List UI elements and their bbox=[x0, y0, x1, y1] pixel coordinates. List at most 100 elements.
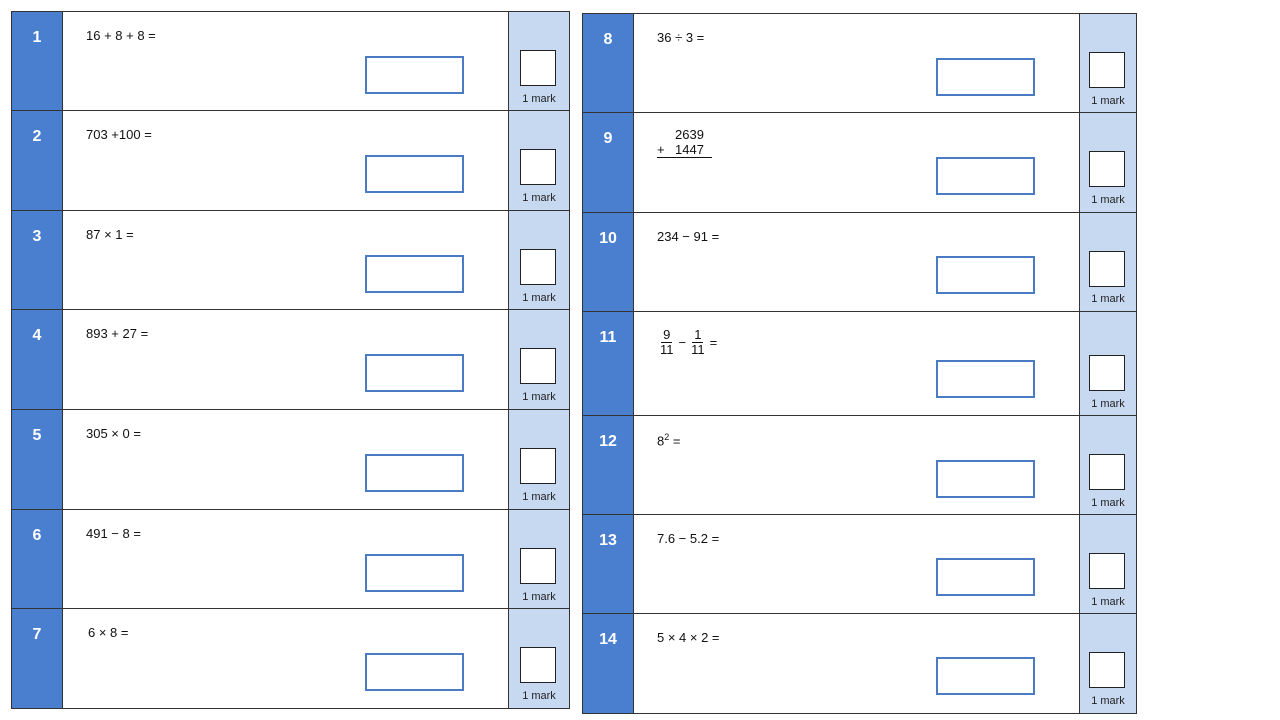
mark-label: 1 mark bbox=[522, 292, 556, 304]
question-body: 7.6 − 5.2 = bbox=[634, 515, 1080, 613]
mark-cell: 1 mark bbox=[509, 609, 569, 708]
question-number: 7 bbox=[12, 609, 63, 708]
answer-box[interactable] bbox=[936, 58, 1035, 96]
power-base: 8 bbox=[657, 433, 665, 449]
mark-box[interactable] bbox=[1089, 151, 1125, 187]
question-row-3: 3 87 × 1 = 1 mark bbox=[12, 211, 570, 310]
question-row-6: 6 491 − 8 = 1 mark bbox=[12, 510, 570, 609]
question-expression: 16 + 8 + 8 = bbox=[86, 28, 156, 43]
equals-sign: = bbox=[709, 335, 718, 350]
question-body: 36 ÷ 3 = bbox=[634, 14, 1080, 112]
question-row-14: 14 5 × 4 × 2 = 1 mark bbox=[583, 614, 1137, 714]
answer-box[interactable] bbox=[365, 554, 464, 592]
mark-box[interactable] bbox=[1089, 251, 1125, 287]
answer-box[interactable] bbox=[365, 354, 464, 392]
answer-box[interactable] bbox=[936, 360, 1035, 398]
question-expression: 305 × 0 = bbox=[86, 426, 141, 441]
fraction-denominator: 11 bbox=[691, 342, 705, 357]
mark-cell: 1 mark bbox=[1080, 113, 1136, 212]
answer-box[interactable] bbox=[936, 157, 1035, 195]
answer-box[interactable] bbox=[365, 454, 464, 492]
question-body: 6 × 8 = bbox=[63, 609, 509, 708]
question-body: 9 11 − 1 11 = bbox=[634, 312, 1080, 415]
power-exponent: 2 bbox=[664, 432, 670, 442]
question-row-4: 4 893 + 27 = 1 mark bbox=[12, 310, 570, 410]
mark-cell: 1 mark bbox=[1080, 14, 1136, 112]
question-number: 12 bbox=[583, 416, 634, 514]
answer-box[interactable] bbox=[936, 460, 1035, 498]
question-number: 14 bbox=[583, 614, 634, 713]
question-number: 1 bbox=[12, 12, 63, 110]
question-row-2: 2 703 +100 = 1 mark bbox=[12, 111, 570, 211]
answer-box[interactable] bbox=[365, 155, 464, 193]
mark-label: 1 mark bbox=[522, 192, 556, 204]
mark-box[interactable] bbox=[520, 149, 556, 185]
question-expression: 36 ÷ 3 = bbox=[657, 30, 705, 45]
fraction-numerator: 9 bbox=[661, 327, 673, 343]
mark-box[interactable] bbox=[1089, 553, 1125, 589]
question-row-13: 13 7.6 − 5.2 = 1 mark bbox=[583, 515, 1137, 614]
answer-box[interactable] bbox=[365, 653, 464, 691]
power-expression: 82 = bbox=[657, 432, 680, 448]
mark-cell: 1 mark bbox=[1080, 213, 1136, 311]
answer-box[interactable] bbox=[365, 255, 464, 293]
mark-cell: 1 mark bbox=[509, 12, 569, 110]
fraction-denominator: 11 bbox=[660, 342, 674, 357]
mark-cell: 1 mark bbox=[1080, 614, 1136, 713]
mark-cell: 1 mark bbox=[1080, 515, 1136, 613]
answer-box[interactable] bbox=[365, 56, 464, 94]
answer-box[interactable] bbox=[936, 657, 1035, 695]
question-number: 9 bbox=[583, 113, 634, 212]
mark-label: 1 mark bbox=[1091, 497, 1125, 509]
mark-label: 1 mark bbox=[522, 690, 556, 702]
addend-top: 2639 bbox=[675, 127, 704, 142]
question-body: 16 + 8 + 8 = bbox=[63, 12, 509, 110]
mark-box[interactable] bbox=[1089, 652, 1125, 688]
question-row-8: 8 36 ÷ 3 = 1 mark bbox=[583, 14, 1137, 113]
question-body: 82 = bbox=[634, 416, 1080, 514]
mark-box[interactable] bbox=[1089, 454, 1125, 490]
question-row-12: 12 82 = 1 mark bbox=[583, 416, 1137, 515]
question-number: 4 bbox=[12, 310, 63, 409]
mark-cell: 1 mark bbox=[509, 510, 569, 608]
column-addition: 2639 +1447 bbox=[657, 127, 712, 158]
addition-operator: + bbox=[657, 142, 665, 157]
mark-label: 1 mark bbox=[522, 591, 556, 603]
answer-box[interactable] bbox=[936, 558, 1035, 596]
question-body: 5 × 4 × 2 = bbox=[634, 614, 1080, 713]
question-number: 2 bbox=[12, 111, 63, 210]
mark-cell: 1 mark bbox=[1080, 416, 1136, 514]
question-expression: 703 +100 = bbox=[86, 127, 152, 142]
question-expression: 491 − 8 = bbox=[86, 526, 141, 541]
equals-sign: = bbox=[672, 433, 681, 449]
question-row-5: 5 305 × 0 = 1 mark bbox=[12, 410, 570, 510]
mark-box[interactable] bbox=[520, 448, 556, 484]
mark-label: 1 mark bbox=[1091, 695, 1125, 707]
mark-box[interactable] bbox=[520, 50, 556, 86]
question-expression: 87 × 1 = bbox=[86, 227, 134, 242]
mark-box[interactable] bbox=[520, 548, 556, 584]
question-expression: 7.6 − 5.2 = bbox=[657, 531, 720, 546]
answer-box[interactable] bbox=[936, 256, 1035, 294]
questions-column-right: 8 36 ÷ 3 = 1 mark 9 2639 +1447 1 mark 10… bbox=[582, 13, 1137, 714]
mark-label: 1 mark bbox=[1091, 95, 1125, 107]
question-body: 234 − 91 = bbox=[634, 213, 1080, 311]
mark-box[interactable] bbox=[520, 348, 556, 384]
mark-box[interactable] bbox=[1089, 355, 1125, 391]
question-number: 11 bbox=[583, 312, 634, 415]
mark-label: 1 mark bbox=[522, 491, 556, 503]
question-row-1: 1 16 + 8 + 8 = 1 mark bbox=[12, 12, 570, 111]
question-number: 8 bbox=[583, 14, 634, 112]
mark-box[interactable] bbox=[520, 249, 556, 285]
question-row-11: 11 9 11 − 1 11 = 1 mark bbox=[583, 312, 1137, 416]
mark-box[interactable] bbox=[520, 647, 556, 683]
questions-column-left: 1 16 + 8 + 8 = 1 mark 2 703 +100 = 1 mar… bbox=[11, 11, 570, 709]
addend-bottom-line: +1447 bbox=[657, 142, 712, 158]
mark-label: 1 mark bbox=[1091, 293, 1125, 305]
mark-cell: 1 mark bbox=[1080, 312, 1136, 415]
fraction-numerator: 1 bbox=[692, 327, 704, 343]
mark-cell: 1 mark bbox=[509, 211, 569, 309]
question-row-7: 7 6 × 8 = 1 mark bbox=[12, 609, 570, 709]
mark-box[interactable] bbox=[1089, 52, 1125, 88]
fraction: 1 11 bbox=[689, 328, 707, 357]
